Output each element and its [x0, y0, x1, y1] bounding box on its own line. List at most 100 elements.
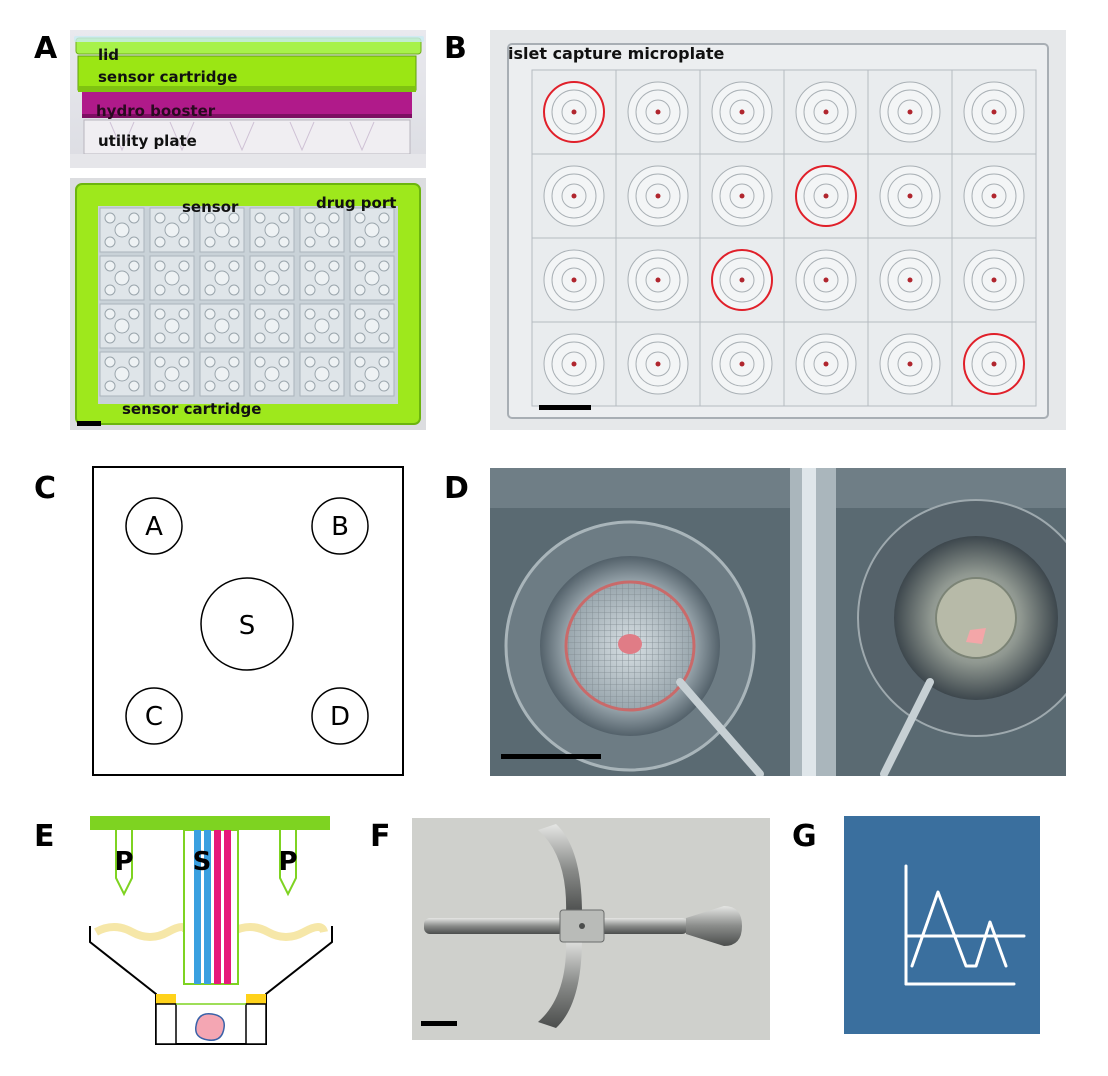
port-tip [328, 212, 340, 224]
port-tip [228, 356, 240, 368]
sensor-probe [314, 270, 330, 286]
well-ring [729, 267, 755, 293]
highlight-circle [795, 165, 857, 227]
well-ring [813, 351, 839, 377]
port-tip [328, 356, 340, 368]
port-tip [304, 332, 316, 344]
well-wall [89, 926, 333, 1045]
port-tip [104, 308, 116, 320]
panel-e-schematic: P S P [86, 812, 336, 1048]
sensor-probe [114, 366, 130, 382]
port-tip [304, 308, 316, 320]
port-tip [278, 380, 290, 392]
sensor-probe [264, 318, 280, 334]
port-tip [204, 284, 216, 296]
port-tip [328, 308, 340, 320]
panel-letter-b: B [444, 31, 467, 66]
port-tip [178, 260, 190, 272]
well-ring [813, 99, 839, 125]
port-tip [304, 260, 316, 272]
port-tip [278, 284, 290, 296]
port-tip [228, 260, 240, 272]
sensor-probe [114, 222, 130, 238]
sensor-probe [264, 222, 280, 238]
port-tip [104, 380, 116, 392]
well-ring [551, 341, 597, 387]
port-tip [328, 332, 340, 344]
port-tip [104, 236, 116, 248]
well-ring [981, 351, 1007, 377]
port-tip [204, 212, 216, 224]
port-tip [354, 212, 366, 224]
scale-bar-d [501, 754, 601, 759]
sensor-probe [364, 366, 380, 382]
port-tip [154, 236, 166, 248]
port-tip [354, 308, 366, 320]
islet-dot [991, 277, 997, 283]
port-tip [154, 260, 166, 272]
cross-section-diagram: P S P [89, 816, 333, 1045]
port-tip [178, 236, 190, 248]
port-tip [378, 332, 390, 344]
sensor-probe [214, 318, 230, 334]
port-tip [328, 380, 340, 392]
microplate-title: islet capture microplate [508, 44, 725, 63]
port-tip [378, 236, 390, 248]
islet-dot [991, 361, 997, 367]
port-tip [378, 212, 390, 224]
label-sensor-cartridge-bottom: sensor cartridge [122, 400, 262, 418]
islet-dot [739, 361, 745, 367]
port-tip [228, 332, 240, 344]
port-tip [378, 356, 390, 368]
well-ring [803, 89, 849, 135]
sensor-probe [314, 222, 330, 238]
islet-dot [823, 193, 829, 199]
port-tip [228, 380, 240, 392]
well-ring [561, 183, 587, 209]
port-tip [278, 236, 290, 248]
well-ring [551, 257, 597, 303]
left-port-letter: P [114, 847, 133, 877]
sensor-probe [164, 222, 180, 238]
port-tip [128, 332, 140, 344]
port-tip [254, 308, 266, 320]
label-sensor: sensor [182, 198, 239, 216]
port-tip [154, 308, 166, 320]
port-tip [128, 356, 140, 368]
port-tip [104, 260, 116, 272]
well-ring [645, 183, 671, 209]
port-tip [154, 332, 166, 344]
left-port [115, 830, 133, 897]
tool-illustration [412, 818, 770, 1040]
port-tip [154, 212, 166, 224]
sensor-letter: S [193, 847, 212, 877]
port-tip [104, 284, 116, 296]
port-tip [104, 332, 116, 344]
well-ring [887, 89, 933, 135]
port-b-label: B [331, 512, 349, 542]
port-tip [128, 284, 140, 296]
sensor-probe [164, 318, 180, 334]
panel-letter-g: G [792, 819, 817, 854]
label-lid: lid [98, 46, 120, 64]
port-tip [204, 332, 216, 344]
port-tip [254, 284, 266, 296]
port-tip [178, 308, 190, 320]
port-tip [278, 308, 290, 320]
port-tip [178, 332, 190, 344]
port-tip [204, 260, 216, 272]
sensor-probe [264, 270, 280, 286]
port-tip [254, 212, 266, 224]
well-ring [981, 99, 1007, 125]
well-ring [719, 257, 765, 303]
port-tip [354, 356, 366, 368]
panel-letter-f: F [370, 819, 391, 854]
panel-g-icon-tile [844, 816, 1040, 1034]
well-ring [561, 351, 587, 377]
port-tip [354, 284, 366, 296]
port-tip [304, 236, 316, 248]
port-tip [304, 380, 316, 392]
well-ring [803, 173, 849, 219]
islet-dot [655, 361, 661, 367]
sensor-probe [214, 222, 230, 238]
